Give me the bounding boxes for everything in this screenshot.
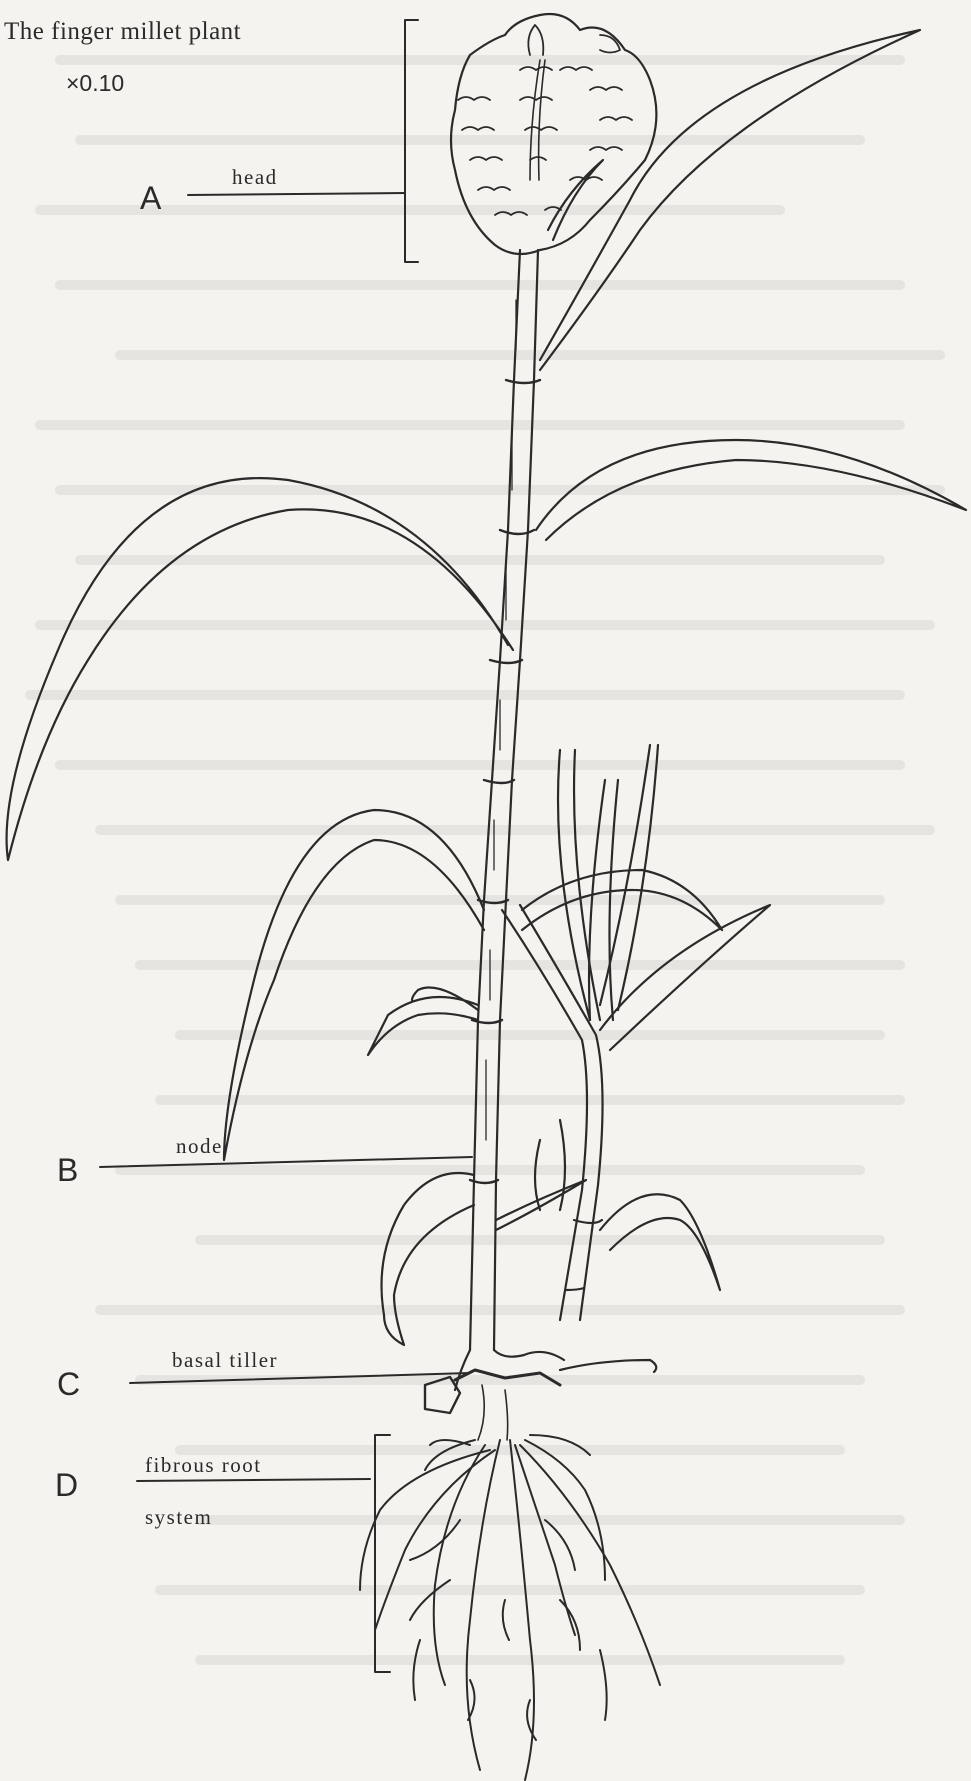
label-system: system [145, 1505, 212, 1530]
tiller [502, 745, 770, 1320]
label-letter-c: C [57, 1366, 80, 1403]
label-fibrous-root: fibrous root [145, 1453, 262, 1478]
label-basal-tiller: basal tiller [172, 1348, 278, 1373]
stem-base [425, 1350, 656, 1440]
label-head: head [232, 165, 278, 190]
label-node: node [176, 1134, 223, 1159]
head-bracket [405, 20, 418, 262]
root-bracket [375, 1435, 390, 1672]
label-pointers [100, 20, 472, 1672]
figure-title: The finger millet plant [4, 18, 241, 46]
scale-label: ×0.10 [66, 70, 124, 97]
label-letter-b: B [57, 1152, 78, 1189]
label-letter-d: D [55, 1467, 78, 1504]
head-pointer-line [188, 193, 405, 195]
fibrous-roots [360, 1435, 660, 1780]
basal-tiller-pointer-line [130, 1373, 470, 1383]
node-pointer-line [100, 1157, 472, 1167]
label-letter-a: A [140, 180, 161, 217]
main-stem [470, 250, 540, 1350]
root-pointer-line [137, 1479, 370, 1481]
